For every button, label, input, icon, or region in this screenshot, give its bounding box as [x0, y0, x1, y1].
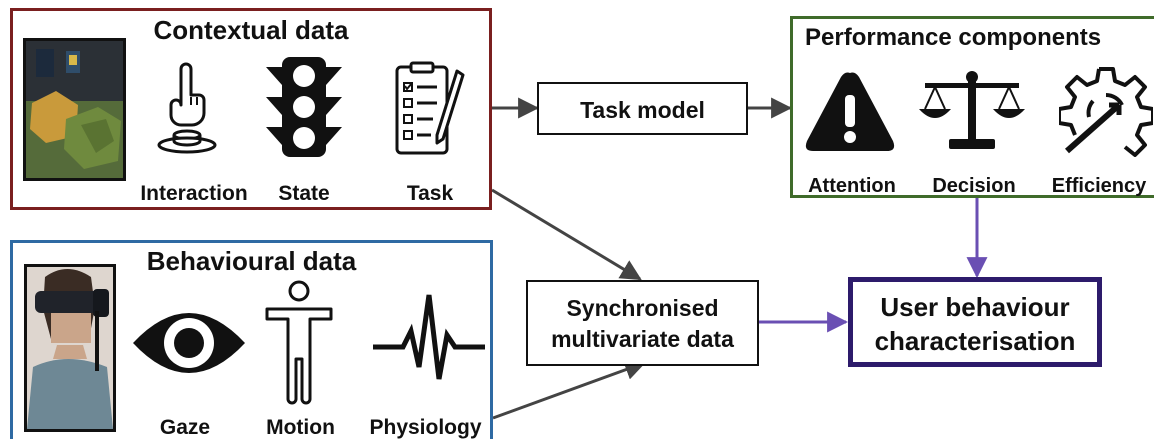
contextual-label-interaction: Interaction	[140, 182, 248, 205]
performance-components-box: Performance components	[790, 16, 1154, 198]
checklist-icon	[395, 61, 465, 155]
eye-icon	[133, 313, 245, 373]
contextual-data-box: Contextual data	[10, 8, 492, 210]
performance-label-decision: Decision	[932, 175, 1016, 197]
contextual-label-task: Task	[406, 182, 454, 205]
warning-icon	[805, 72, 895, 151]
task-model-label: Task model	[580, 97, 705, 123]
performance-label-attention: Attention	[808, 175, 896, 197]
human-figure-icon	[265, 280, 333, 405]
arrow-contextual-to-synchronised	[491, 188, 642, 281]
contextual-data-title: Contextual data	[153, 15, 349, 45]
performance-components-title: Performance components	[805, 24, 1102, 51]
arrow-behavioural-to-synchronised	[492, 359, 646, 420]
behavioural-label-gaze: Gaze	[159, 416, 211, 439]
button-press-icon	[157, 62, 217, 154]
synchronised-label-line1: Synchronised	[566, 295, 719, 321]
behavioural-data-box: Behavioural data	[10, 240, 493, 439]
behavioural-label-motion: Motion	[266, 416, 335, 439]
behavioural-label-physiology: Physiology	[369, 416, 482, 439]
heartbeat-icon	[373, 294, 485, 380]
user-behaviour-label-line1: User behaviour	[880, 292, 1070, 322]
synchronised-data-box: Synchronised multivariate data	[526, 280, 759, 366]
traffic-light-icon	[266, 57, 342, 157]
vr-user-image	[24, 264, 116, 432]
contextual-label-state: State	[278, 182, 330, 205]
user-behaviour-label-line2: characterisation	[874, 326, 1076, 356]
synchronised-label-line2: multivariate data	[551, 326, 734, 352]
performance-label-efficiency: Efficiency	[1051, 175, 1147, 197]
user-behaviour-box: User behaviour characterisation	[848, 277, 1102, 367]
behavioural-data-title: Behavioural data	[146, 246, 357, 276]
scales-icon	[919, 71, 1025, 149]
vr-scene-image	[23, 38, 126, 181]
task-model-box: Task model	[537, 82, 748, 135]
gear-efficiency-icon	[1059, 67, 1153, 157]
